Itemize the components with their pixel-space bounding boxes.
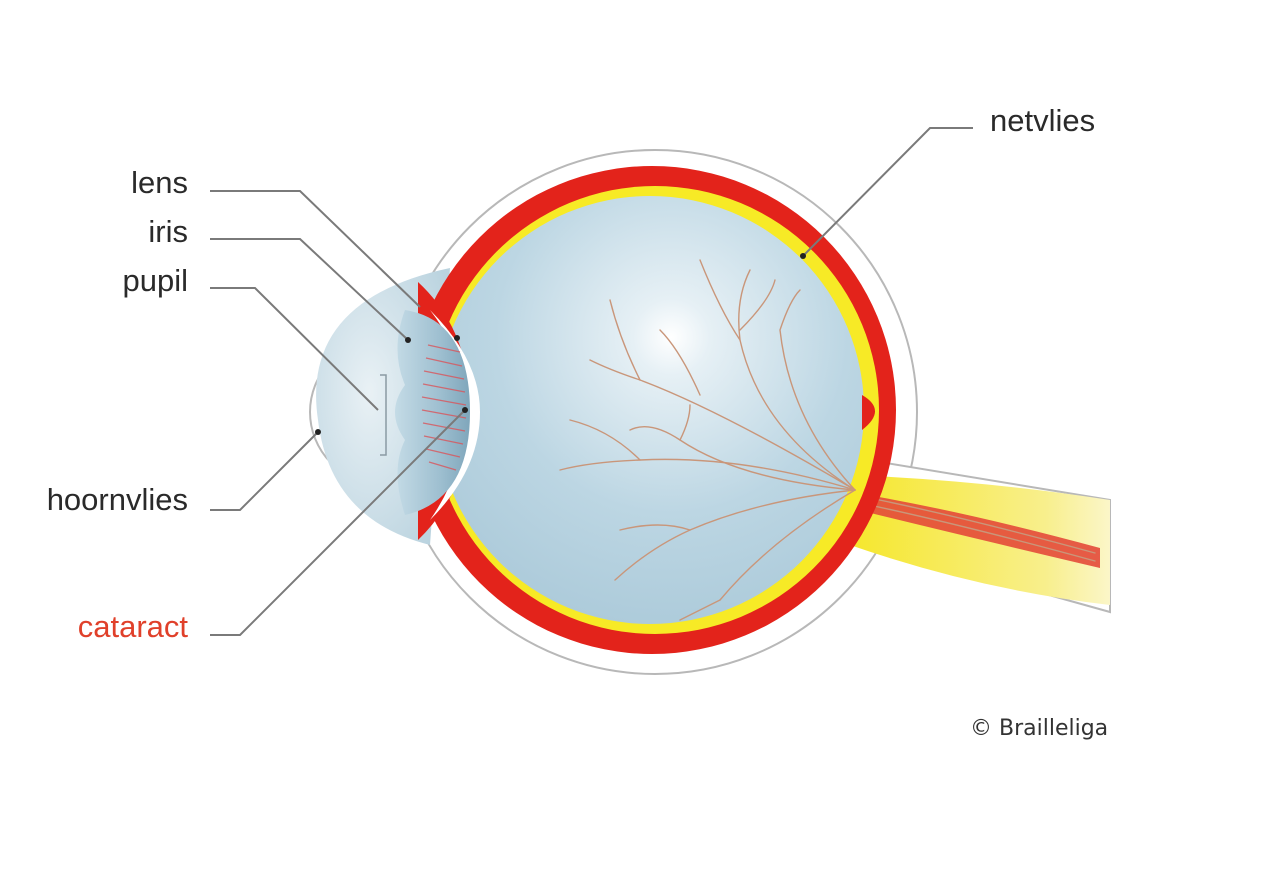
pointer-dots (315, 253, 806, 435)
label-hoornvlies: hoornvlies (47, 482, 188, 517)
label-cataract: cataract (78, 609, 189, 644)
leader-lines (210, 127, 973, 636)
label-netvlies: netvlies (990, 103, 1095, 138)
copyright-credit: © Brailleliga (970, 716, 1108, 741)
label-lens: lens (131, 165, 188, 200)
retinal-vessels (559, 259, 856, 621)
label-pupil: pupil (123, 263, 189, 298)
cataract-hatching (421, 344, 467, 471)
lens (380, 310, 470, 515)
label-iris: iris (148, 214, 188, 249)
optic-nerve (850, 475, 1110, 605)
vitreous-body (436, 196, 875, 624)
